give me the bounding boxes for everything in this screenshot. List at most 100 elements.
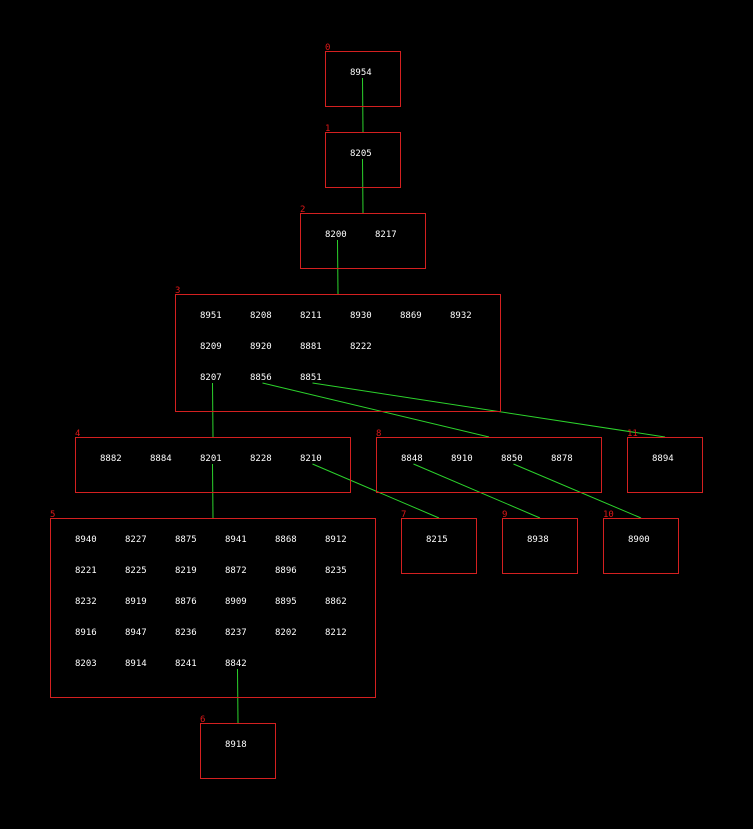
node-index: 8 <box>376 429 381 439</box>
node-7: 7 8215 <box>401 510 477 574</box>
node-index: 6 <box>200 715 205 725</box>
node-label: 8848 <box>401 454 423 464</box>
node-label: 8232 <box>75 597 97 607</box>
node-label: 8842 <box>225 659 247 669</box>
edge-8205-to-2 <box>362 158 364 214</box>
edge-8201-to-5 <box>212 463 214 519</box>
node-label: 8237 <box>225 628 247 638</box>
node-label: 8215 <box>426 535 448 545</box>
node-label: 8222 <box>350 342 372 352</box>
node-label: 8217 <box>375 230 397 240</box>
node-label: 8207 <box>200 373 222 383</box>
node-box <box>603 518 679 574</box>
node-index: 1 <box>325 124 330 134</box>
node-box <box>401 518 477 574</box>
node-6: 6 8918 <box>200 715 276 779</box>
node-label: 8868 <box>275 535 297 545</box>
node-label: 8941 <box>225 535 247 545</box>
node-box <box>325 51 401 107</box>
node-label: 8869 <box>400 311 422 321</box>
node-label: 8205 <box>350 149 372 159</box>
node-label: 8930 <box>350 311 372 321</box>
node-index: 5 <box>50 510 55 520</box>
edge-8850-to-10 <box>513 463 642 519</box>
edge-8842-to-6 <box>237 668 239 724</box>
node-box <box>376 437 602 493</box>
node-label: 8851 <box>300 373 322 383</box>
node-label: 8914 <box>125 659 147 669</box>
node-box <box>175 294 501 412</box>
node-label: 8882 <box>100 454 122 464</box>
node-index: 9 <box>502 510 507 520</box>
node-label: 8200 <box>325 230 347 240</box>
node-box <box>325 132 401 188</box>
node-10: 10 8900 <box>603 510 679 574</box>
node-label: 8876 <box>175 597 197 607</box>
node-box <box>75 437 351 493</box>
node-label: 8236 <box>175 628 197 638</box>
node-label: 8235 <box>325 566 347 576</box>
edge-8200-to-3 <box>337 239 339 295</box>
node-label: 8228 <box>250 454 272 464</box>
edge-8954-to-1 <box>362 77 364 133</box>
node-label: 8951 <box>200 311 222 321</box>
node-index: 3 <box>175 286 180 296</box>
node-4: 4 8882 8884 8201 8228 8210 <box>75 429 351 493</box>
node-label: 8884 <box>150 454 172 464</box>
node-label: 8203 <box>75 659 97 669</box>
node-index: 7 <box>401 510 406 520</box>
node-box <box>50 518 376 698</box>
node-label: 8211 <box>300 311 322 321</box>
node-label: 8872 <box>225 566 247 576</box>
node-label: 8850 <box>501 454 523 464</box>
node-9: 9 8938 <box>502 510 578 574</box>
node-label: 8918 <box>225 740 247 750</box>
node-box <box>502 518 578 574</box>
node-label: 8862 <box>325 597 347 607</box>
node-label: 8919 <box>125 597 147 607</box>
node-label: 8896 <box>275 566 297 576</box>
node-index: 2 <box>300 205 305 215</box>
node-label: 8856 <box>250 373 272 383</box>
node-label: 8932 <box>450 311 472 321</box>
node-index: 0 <box>325 43 330 53</box>
node-label: 8225 <box>125 566 147 576</box>
node-index: 4 <box>75 429 80 439</box>
node-box <box>200 723 276 779</box>
node-label: 8947 <box>125 628 147 638</box>
node-label: 8920 <box>250 342 272 352</box>
edge-layer <box>212 77 666 724</box>
node-label: 8900 <box>628 535 650 545</box>
node-label: 8227 <box>125 535 147 545</box>
edge-8851-to-11 <box>312 382 666 438</box>
node-label: 8938 <box>527 535 549 545</box>
node-label: 8909 <box>225 597 247 607</box>
edge-8848-to-9 <box>413 463 541 519</box>
node-index: 11 <box>627 429 638 439</box>
node-0: 0 8954 <box>325 43 401 107</box>
node-label: 8875 <box>175 535 197 545</box>
node-label: 8219 <box>175 566 197 576</box>
node-label: 8210 <box>300 454 322 464</box>
node-2: 2 8200 8217 <box>300 205 426 269</box>
edge-8207-to-4 <box>212 382 214 438</box>
node-label: 8895 <box>275 597 297 607</box>
node-box <box>300 213 426 269</box>
edge-8210-to-7 <box>312 463 440 519</box>
node-label: 8201 <box>200 454 222 464</box>
node-label: 8202 <box>275 628 297 638</box>
node-label: 8940 <box>75 535 97 545</box>
node-label: 8209 <box>200 342 222 352</box>
node-index: 10 <box>603 510 614 520</box>
node-label: 8954 <box>350 68 372 78</box>
node-box <box>627 437 703 493</box>
node-label: 8241 <box>175 659 197 669</box>
node-label: 8912 <box>325 535 347 545</box>
edge-8856-to-8 <box>262 382 490 438</box>
